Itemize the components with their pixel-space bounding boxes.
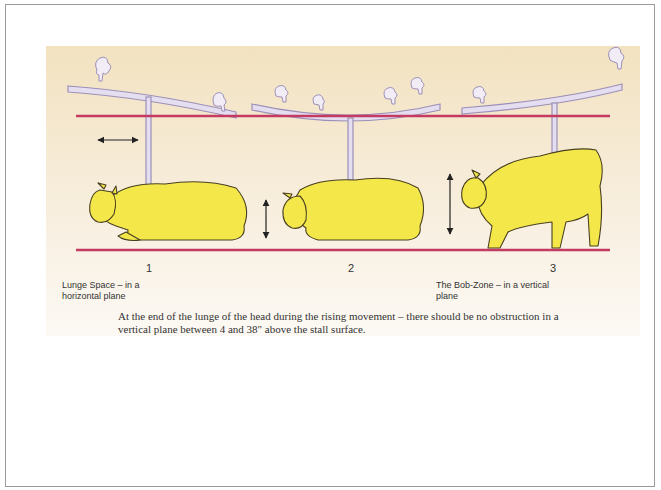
- callout-number: 3: [543, 262, 563, 275]
- zone-label: The Bob-Zone – in a vertical plane: [436, 280, 551, 302]
- picture-panel: [46, 46, 640, 336]
- callout-number: 2: [341, 262, 361, 275]
- small-figure: [96, 47, 624, 111]
- dimension-arrow: [98, 140, 450, 238]
- caption: At the end of the lunge of the head duri…: [118, 310, 588, 336]
- red-rail: [76, 116, 610, 250]
- callout-number: 1: [139, 262, 159, 275]
- outer-frame: [6, 5, 655, 487]
- cow: [90, 149, 603, 248]
- zone-label: Lunge Space – in a horizontal plane: [62, 280, 177, 302]
